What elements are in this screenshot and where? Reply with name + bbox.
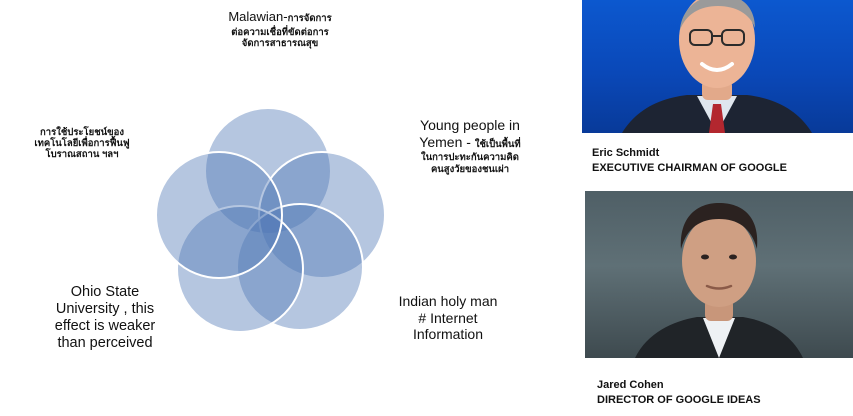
venn-label-left: การใช้ประโยชน์ของ เทคโนโลยีเพื่อการฟื้นฟ… xyxy=(12,127,152,161)
venn-label-left-line1: การใช้ประโยชน์ของ xyxy=(40,127,124,138)
venn-label-bottom-left-line1: Ohio State xyxy=(70,284,140,300)
venn-label-right-line2: Yemen - xyxy=(419,133,475,150)
venn-label-bottom-left-line4: than perceived xyxy=(57,335,153,352)
venn-label-right-line3: ในการปะทะกันความคิด xyxy=(421,152,519,164)
venn-label-bottom-right: Indian holy man # Internet Information xyxy=(378,293,518,343)
venn-circle-left xyxy=(155,151,283,279)
venn-label-bottom-right-line1: Indian holy man xyxy=(398,293,498,309)
venn-label-right-thai-inline: ใช้เป็นพื้นที่ xyxy=(474,138,521,150)
venn-label-bottom-right-line3: Information xyxy=(412,326,484,343)
venn-label-left-line3: โบราณสถาน ฯลฯ xyxy=(45,149,119,161)
venn-label-top-main: Malawian- xyxy=(228,9,288,24)
eric-schmidt-name: Eric Schmidt xyxy=(592,147,660,159)
venn-circle-bottom-right xyxy=(236,203,364,331)
eric-schmidt-portrait-icon xyxy=(622,0,812,133)
venn-circle-top xyxy=(204,107,332,235)
venn-diagram xyxy=(155,107,386,333)
jared-cohen-portrait-icon xyxy=(635,203,803,358)
venn-label-top-thai-inline: การจัดการ xyxy=(287,13,332,24)
eric-schmidt-caption: Eric Schmidt EXECUTIVE CHAIRMAN OF GOOGL… xyxy=(592,146,787,176)
venn-label-top-thai-line3: จัดการสาธารณสุข xyxy=(241,38,319,50)
venn-label-bottom-left-line3: effect is weaker xyxy=(54,318,156,335)
jared-cohen-photo xyxy=(585,191,853,358)
venn-label-top-thai-line2: ต่อความเชื่อที่ขัดต่อการ xyxy=(231,26,329,38)
eric-schmidt-photo xyxy=(582,0,853,133)
venn-label-right-line1: Young people in xyxy=(420,117,520,133)
venn-label-top: Malawian-การจัดการ ต่อความเชื่อที่ขัดต่อ… xyxy=(195,8,365,49)
venn-label-right-line4: คนสูงวัยของชนเผ่า xyxy=(430,163,510,175)
jared-cohen-title: DIRECTOR OF GOOGLE IDEAS xyxy=(597,393,761,406)
venn-circle-bottom-left xyxy=(176,205,304,333)
eric-schmidt-title: EXECUTIVE CHAIRMAN OF GOOGLE xyxy=(592,161,787,174)
jared-cohen-caption: Jared Cohen DIRECTOR OF GOOGLE IDEAS xyxy=(597,378,761,408)
venn-label-right: Young people in Yemen - ใช้เป็นพื้นที่ ใ… xyxy=(395,117,545,175)
venn-label-bottom-left-line2: University , this xyxy=(55,301,155,318)
jared-cohen-name: Jared Cohen xyxy=(597,379,664,391)
venn-label-bottom-right-line2: # Internet xyxy=(418,309,478,326)
venn-circle-right xyxy=(258,151,386,279)
venn-label-left-line2: เทคโนโลยีเพื่อการฟื้นฟู xyxy=(34,138,130,150)
venn-label-bottom-left: Ohio State University , this effect is w… xyxy=(25,284,185,352)
